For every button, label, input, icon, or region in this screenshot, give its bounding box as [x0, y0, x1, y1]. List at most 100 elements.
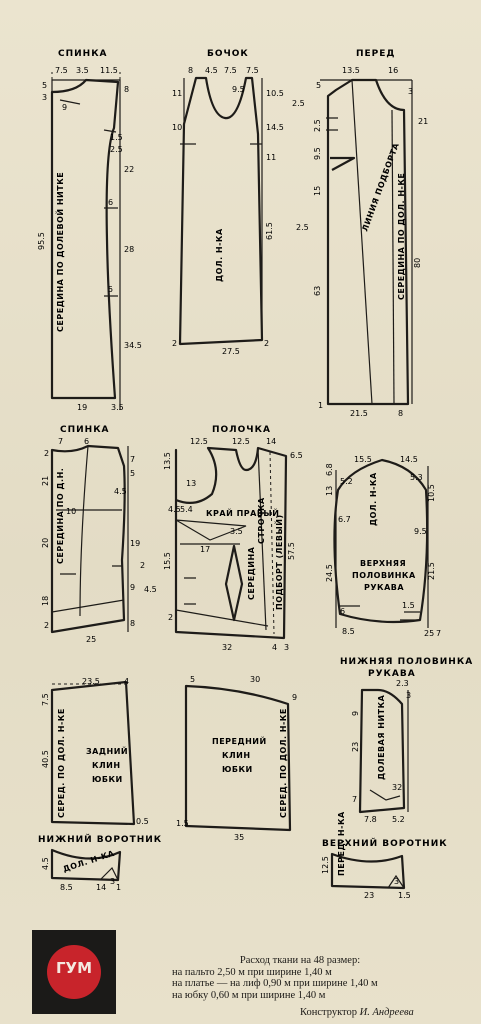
dim-text: 4.5: [168, 505, 181, 514]
label-per-klin-1: ПЕРЕДНИЙ: [212, 735, 267, 746]
label-verkh-rukav-1: ВЕРХНЯЯ: [360, 559, 406, 568]
dim-text: 7: [436, 629, 441, 638]
dim-text: 13.5: [342, 66, 360, 75]
dim-text: 3: [408, 87, 413, 96]
piece-pered: [320, 78, 413, 406]
dim-text: 9: [292, 693, 297, 702]
title-polochka: ПОЛОЧКА: [212, 425, 271, 435]
dim-text: 0.5: [136, 817, 149, 826]
dim-text: 8: [398, 409, 403, 418]
piece-spinka-2: [50, 444, 129, 634]
dim-text: 1: [318, 401, 323, 410]
title-nizh-polovinka-2: РУКАВА: [368, 669, 416, 679]
dim-text: 10: [66, 507, 76, 516]
dim-text: 17: [200, 545, 210, 554]
dim-text: 3: [110, 877, 115, 886]
dim-text: 7: [352, 795, 357, 804]
label-zad-klin-3: ЮБКИ: [92, 775, 123, 784]
dim-text: 6.5: [290, 451, 303, 460]
designer-credit: Конструктор И. Андреева: [300, 1007, 414, 1018]
piece-nizh-rukav: [358, 688, 409, 814]
dim-text: 5: [316, 81, 321, 90]
dim-text: 7.5: [41, 693, 50, 706]
dim-text: 2: [140, 561, 145, 570]
dim-text: 3: [42, 93, 47, 102]
dim-text: 13.5: [163, 452, 172, 470]
dim-text: 8: [124, 85, 129, 94]
dim-text: 2: [172, 339, 177, 348]
gum-logo-text: ГУМ: [55, 959, 93, 977]
dim-text: 6.8: [325, 463, 334, 476]
dim-text: 6: [84, 437, 89, 446]
label-zad-klin-center: СЕРЕД. ПО ДОЛ. Н-КЕ: [57, 708, 66, 818]
dim-text: 1.5: [398, 891, 411, 900]
dim-text: 14.5: [266, 123, 284, 132]
dim-text: 5: [108, 285, 113, 294]
dim-text: 6.7: [338, 515, 351, 524]
dim-text: 15.5: [354, 455, 372, 464]
piece-per-klin: [184, 684, 292, 832]
dim-text: 8.5: [342, 627, 355, 636]
dim-text: 15: [313, 186, 322, 196]
piece-nizh-vorotnik: [50, 848, 122, 882]
dim-text: 24.5: [325, 564, 334, 582]
dim-text: 6: [340, 607, 345, 616]
dim-text: 13: [325, 486, 334, 496]
label-per-klin-center: СЕРЕД. ПО ДОЛ. Н-КЕ: [279, 708, 288, 818]
dim-text: 9: [351, 711, 360, 716]
title-nizh-vorotnik: НИЖНИЙ ВОРОТНИК: [38, 833, 162, 845]
dim-text: 5: [190, 675, 195, 684]
dim-text: 6: [108, 198, 113, 207]
title-spinka-2: СПИНКА: [60, 425, 110, 435]
dim-text: 1: [116, 883, 121, 892]
title-pered: ПЕРЕД: [356, 49, 395, 59]
dim-text: 10.5: [427, 484, 436, 502]
dim-text: 16: [388, 66, 398, 75]
dim-text: 19: [77, 403, 87, 412]
dim-text: 22: [124, 165, 134, 174]
label-polochka-stitch: СТРОЧКА: [257, 497, 266, 544]
dim-text: 7.8: [364, 815, 377, 824]
dim-text: 12.5: [190, 437, 208, 446]
dim-text: 8: [130, 619, 135, 628]
dim-text: 3.5: [76, 66, 89, 75]
dim-text: 14.5: [400, 455, 418, 464]
label-spinka-1-center: СЕРЕДИНА ПО ДОЛЕВОЙ НИТКЕ: [54, 172, 65, 332]
label-bochok-grain: ДОЛ. Н-КА: [215, 228, 224, 282]
dim-text: 7.5: [55, 66, 68, 75]
dim-text: 5.2: [340, 477, 353, 486]
dim-text: 5: [130, 469, 135, 478]
piece-verkh-rukav: [333, 458, 429, 628]
dim-text: 34.5: [124, 341, 142, 350]
dim-text: 1.5: [176, 819, 189, 828]
designer-name: И. Андреева: [359, 1007, 414, 1018]
dim-text: 19: [130, 539, 140, 548]
dim-text: 12.5: [321, 856, 330, 874]
piece-verkh-vorotnik: [330, 852, 406, 890]
dim-text: 2.3: [396, 679, 409, 688]
dim-text: 25: [86, 635, 96, 644]
dim-text: 32: [222, 643, 232, 652]
label-nizh-vorot-grain: ДОЛ. Н-КА: [62, 849, 116, 874]
dim-text: 1.5: [110, 133, 123, 142]
dim-text: 9.5: [414, 527, 427, 536]
label-per-klin-3: ЮБКИ: [222, 765, 253, 774]
dim-text: 1.5: [402, 601, 415, 610]
label-nizh-rukav-grain: ДОЛЕВАЯ НИТКА: [377, 694, 386, 780]
gum-logo-emblem: ГУМ: [47, 945, 101, 999]
piece-spinka-1: [50, 72, 121, 410]
dim-text: 7: [130, 455, 135, 464]
dim-text: 7.5: [224, 66, 237, 75]
dim-text: 14: [266, 437, 276, 446]
dim-text: 2.5: [110, 145, 123, 154]
dim-text: 21.5: [350, 409, 368, 418]
label-pered-center: СЕРЕДИНА ПО ДОЛ. Н-КЕ: [397, 173, 406, 300]
dim-text: 21: [41, 476, 50, 486]
dim-text: 7.5: [246, 66, 259, 75]
dim-text: 21.5: [427, 562, 436, 580]
label-polochka-podbort: ПОДБОРТ (ЛЕВЫЙ): [273, 514, 284, 610]
dim-text: 9.5: [313, 147, 322, 160]
dim-text: 2.5: [313, 119, 322, 132]
dim-text: 32: [392, 783, 402, 792]
label-per-klin-2: КЛИН: [222, 751, 251, 760]
